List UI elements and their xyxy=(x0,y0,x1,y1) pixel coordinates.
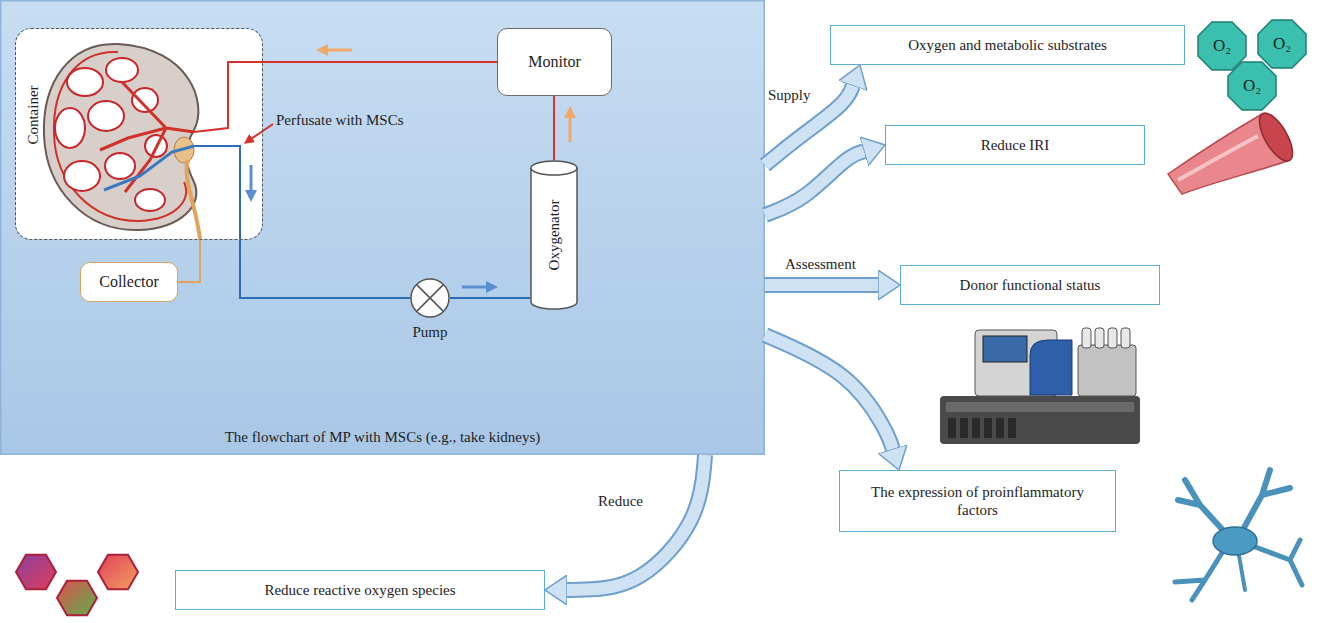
molecule-label: O₂ xyxy=(1243,76,1261,96)
arrow-body xyxy=(765,86,853,165)
oxygen-molecules xyxy=(1198,20,1306,110)
effect-arrow xyxy=(567,455,705,590)
arrow-label: Assessment xyxy=(785,255,856,273)
oxygenator-cylinder: Oxygenator xyxy=(530,160,578,310)
arrow-body xyxy=(765,151,864,215)
arrow-outline xyxy=(765,86,853,165)
node-label: Reduce reactive oxygen species xyxy=(264,581,455,599)
circuit-line xyxy=(450,298,530,299)
tube-line xyxy=(240,240,410,298)
pump-outline xyxy=(410,278,450,318)
kidney-illustration xyxy=(44,44,263,239)
arrow-label: Reduce xyxy=(598,492,643,510)
flow-arrow xyxy=(322,49,352,52)
pump-symbol: Pump xyxy=(410,278,450,318)
node-label: Pump xyxy=(412,323,447,341)
circuit-line xyxy=(263,62,497,63)
vessel-illustration xyxy=(1168,108,1299,194)
perfusate-label: Perfusate with MSCs xyxy=(276,111,404,129)
node-label: Oxygenator xyxy=(545,200,563,271)
pump-circle xyxy=(411,279,449,317)
arrow-label: Supply xyxy=(768,86,811,104)
effect-arrow xyxy=(765,335,893,449)
cylinder-top xyxy=(531,161,577,175)
node-label: The expression of proinflammatory factor… xyxy=(852,483,1103,519)
tube-line xyxy=(178,240,200,282)
arrow-body xyxy=(765,279,878,291)
flowchart-panel: Container MonitorOxygenatorPump CollectorT… xyxy=(0,0,765,455)
tube-line xyxy=(553,96,555,160)
effect-box: The expression of proinflammatory factor… xyxy=(839,470,1116,532)
effect-box: Reduce IRI xyxy=(885,125,1145,165)
dendritic-cell xyxy=(1175,470,1302,600)
pump-cross xyxy=(417,285,444,312)
effect-box: Reduce reactive oxygen species xyxy=(175,570,545,610)
tube-line xyxy=(450,297,530,299)
container-ground xyxy=(16,29,262,239)
node-label: Reduce IRI xyxy=(981,136,1050,154)
effect-box: Donor functional status xyxy=(900,265,1160,305)
arrow-body xyxy=(567,455,705,590)
circuit-line xyxy=(178,240,200,282)
arrow-outline xyxy=(567,455,705,590)
collector-box: Collector xyxy=(80,262,178,302)
cylinder-body xyxy=(531,168,577,309)
molecule-label: O₂ xyxy=(1213,36,1231,56)
flow-arrow xyxy=(462,286,492,289)
flow-arrow xyxy=(250,165,253,196)
panel-caption: The flowchart of MP with MSCs (e.g., tak… xyxy=(0,428,765,446)
effect-box: Oxygen and metabolic substrates xyxy=(830,25,1185,65)
effect-arrow xyxy=(765,86,853,165)
circuit-line xyxy=(240,240,410,298)
node-label: Container xyxy=(24,85,42,144)
node-label: Donor functional status xyxy=(960,276,1101,294)
container-box: Container xyxy=(15,28,263,240)
panel-ground xyxy=(1,1,765,455)
node-label: Oxygen and metabolic substrates xyxy=(908,36,1107,54)
tube-line xyxy=(263,61,497,63)
flow-arrow xyxy=(569,112,572,142)
analyzer-machine xyxy=(940,328,1140,444)
ros-hexagons xyxy=(16,555,138,616)
arrow-outline xyxy=(765,335,893,449)
circuit-line xyxy=(554,96,555,160)
molecule-label: O₂ xyxy=(1273,34,1291,54)
effect-arrow xyxy=(765,285,878,286)
arrow-body xyxy=(765,335,893,449)
effect-arrow xyxy=(765,151,864,215)
arrow-outline xyxy=(765,151,864,215)
node-label: Collector xyxy=(99,272,159,291)
monitor-box: Monitor xyxy=(497,28,612,96)
arrow-outline xyxy=(765,277,878,293)
perfusate-pointer xyxy=(248,124,273,141)
node-label: Monitor xyxy=(528,52,580,71)
